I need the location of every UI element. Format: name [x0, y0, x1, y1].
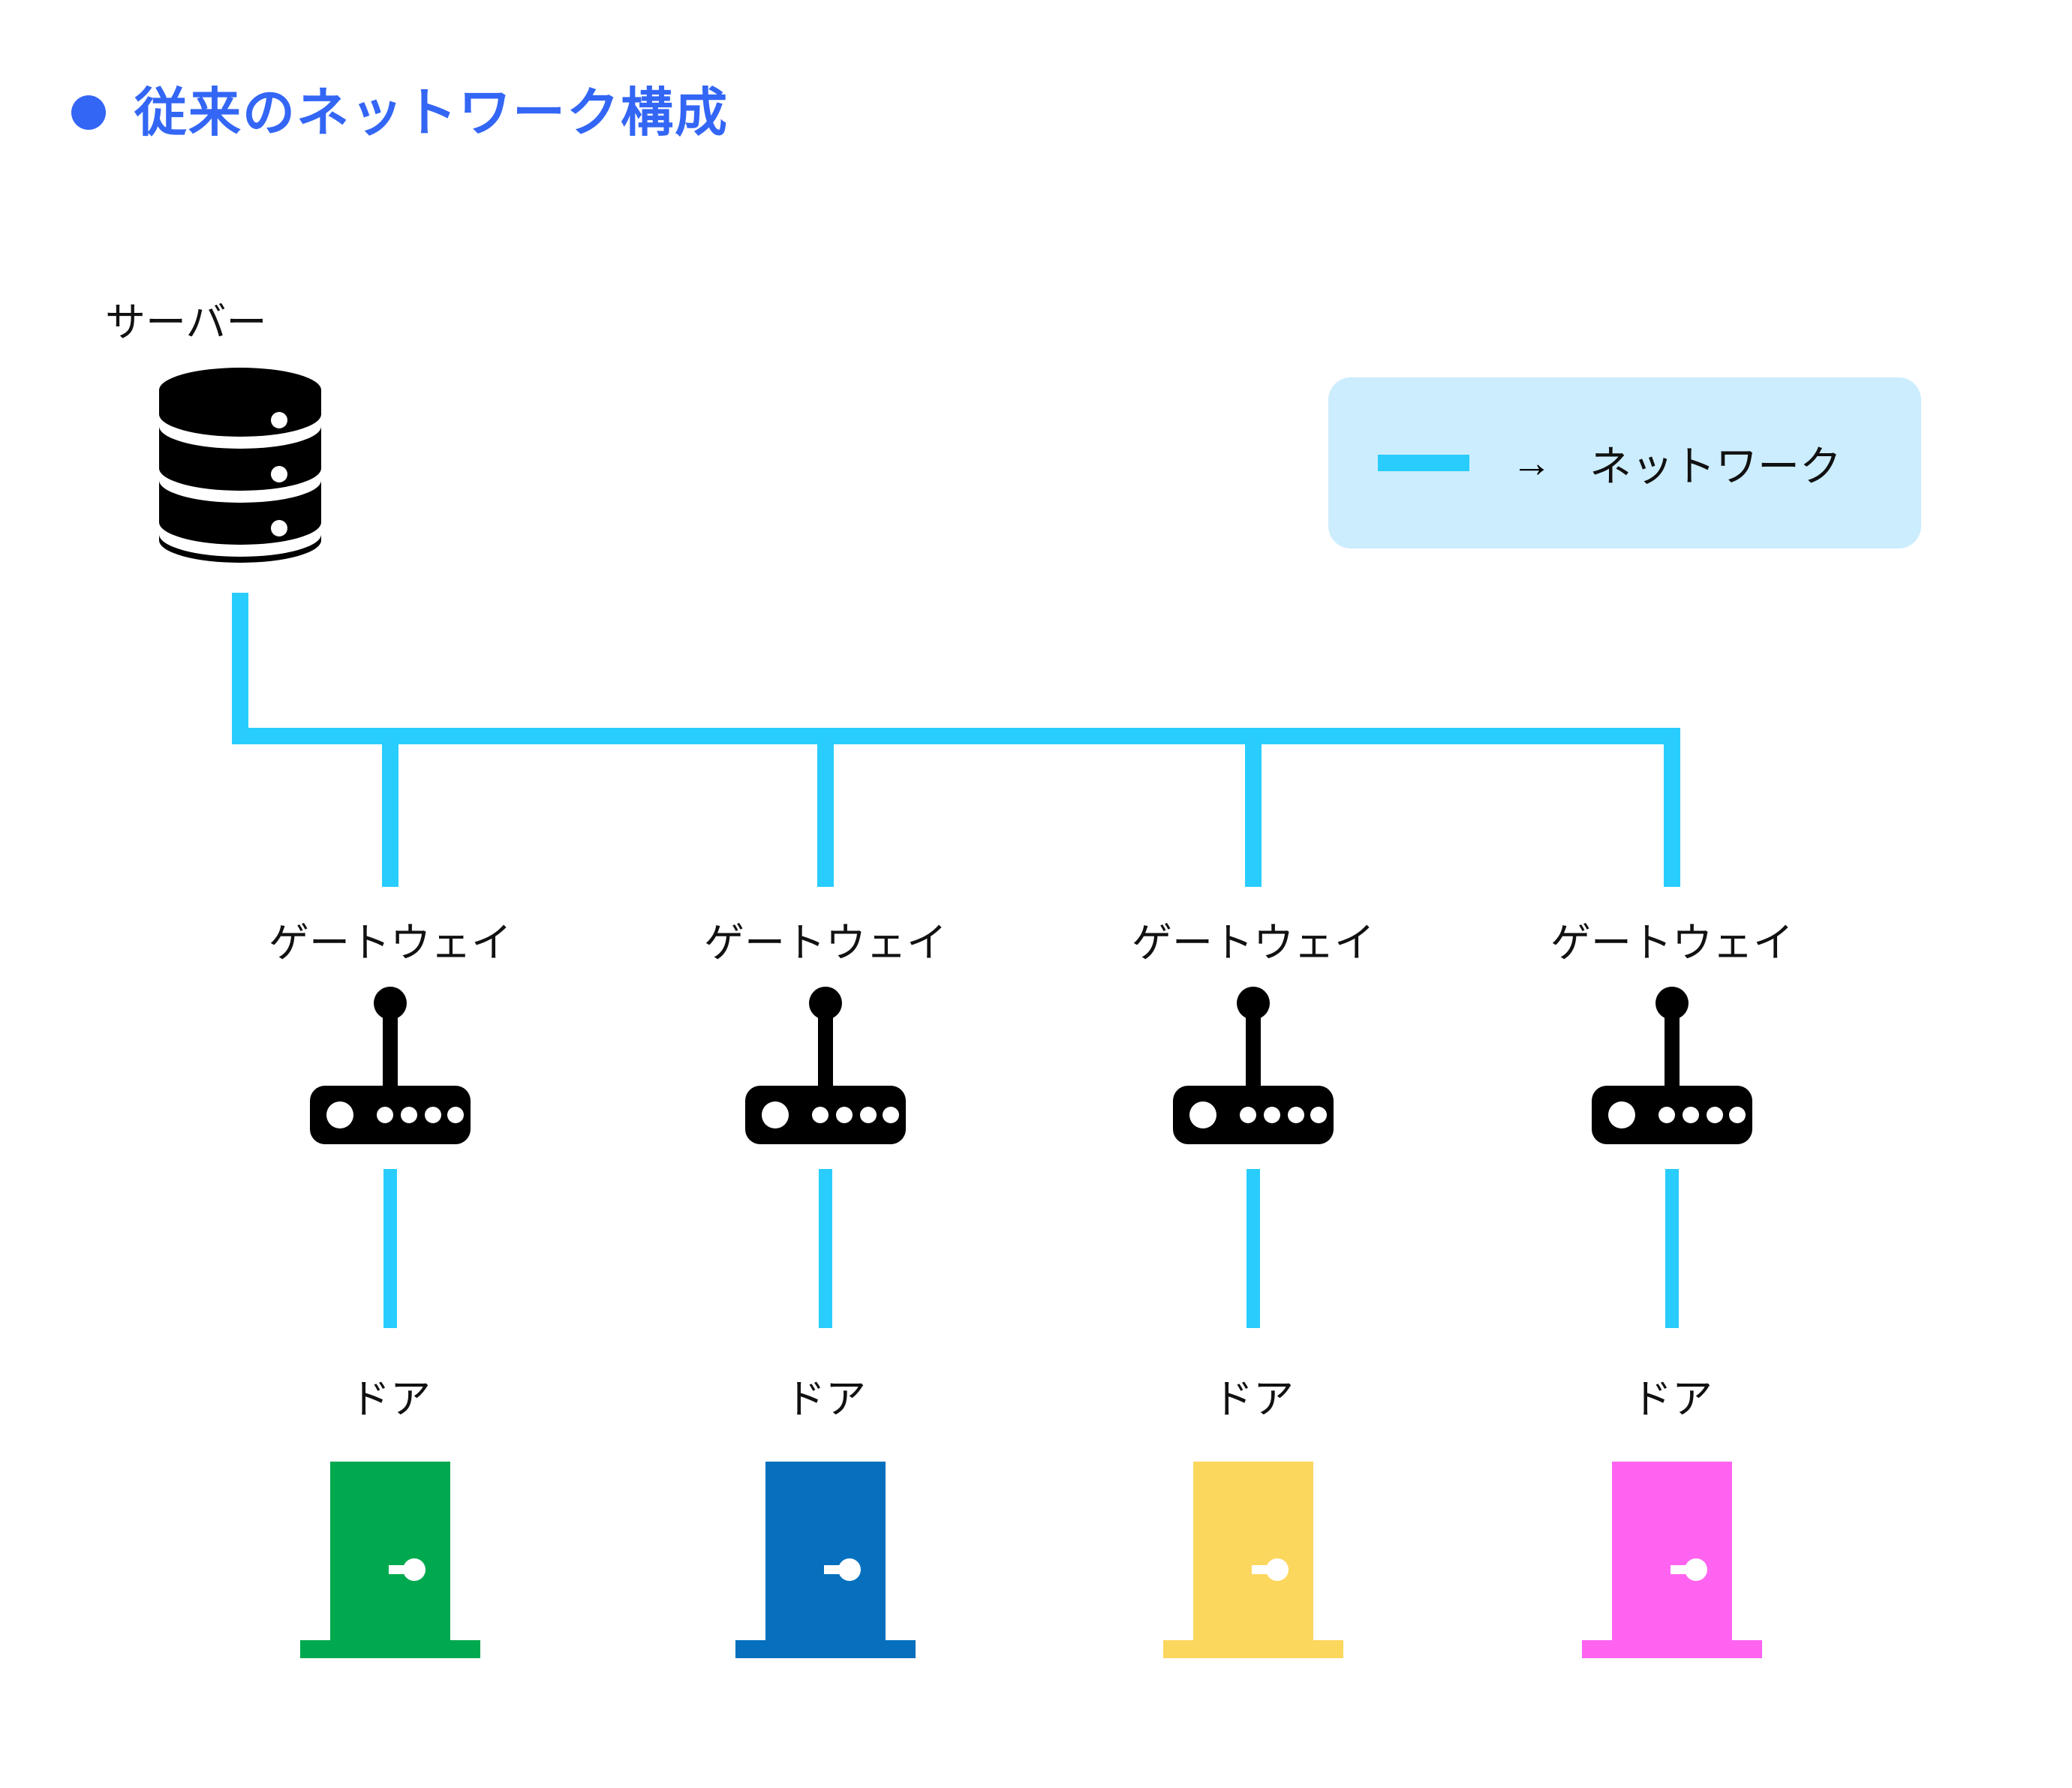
database-server-icon: [159, 368, 321, 569]
gateway-label-3: ゲートウェイ: [1132, 921, 1375, 966]
server-label: サーバー: [105, 300, 267, 345]
page-title: 従来のネットワーク構成: [71, 86, 729, 139]
door-label-2: ドア: [785, 1377, 866, 1422]
network-line-gateway-door-2: [819, 1169, 832, 1328]
gateway-label-4: ゲートウェイ: [1550, 921, 1794, 966]
router-gateway-icon: [1167, 987, 1340, 1152]
network-line-drop-2: [817, 728, 834, 887]
network-line-gateway-door-4: [1665, 1169, 1679, 1328]
network-line-gateway-door-3: [1247, 1169, 1260, 1328]
legend-line-swatch-icon: [1378, 455, 1469, 471]
router-gateway-icon: [739, 987, 912, 1152]
router-gateway-icon: [304, 987, 477, 1152]
door-icon: [735, 1456, 916, 1658]
page-title-text: 従来のネットワーク構成: [134, 83, 729, 142]
door-label-1: ドア: [350, 1377, 431, 1422]
network-line-bus: [232, 728, 1680, 744]
network-line-drop-4: [1664, 728, 1680, 887]
network-line-gateway-door-1: [383, 1169, 397, 1328]
door-icon: [300, 1456, 480, 1658]
gateway-label-1: ゲートウェイ: [269, 921, 512, 966]
network-line-drop-3: [1245, 728, 1262, 887]
arrow-right-icon: →: [1511, 440, 1552, 485]
network-line-server-drop: [232, 593, 248, 744]
network-line-drop-1: [382, 728, 398, 887]
door-label-3: ドア: [1213, 1377, 1294, 1422]
legend-panel: → ネットワーク: [1328, 377, 1921, 548]
legend-label: ネットワーク: [1589, 442, 1842, 490]
door-icon: [1582, 1456, 1762, 1658]
door-label-4: ドア: [1631, 1377, 1713, 1422]
door-icon: [1163, 1456, 1343, 1658]
gateway-label-2: ゲートウェイ: [704, 921, 947, 966]
router-gateway-icon: [1586, 987, 1758, 1152]
bullet-dot-icon: [71, 95, 106, 130]
